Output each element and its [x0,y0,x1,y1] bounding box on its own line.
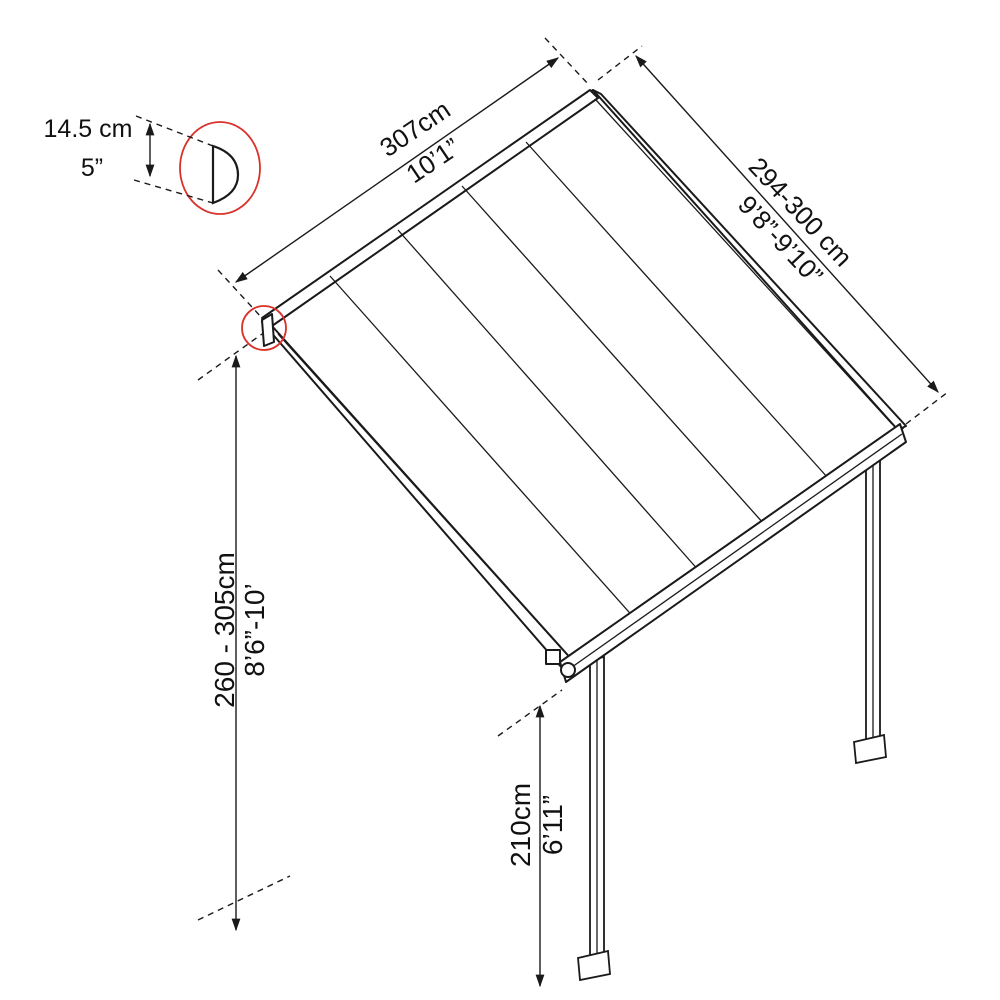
front-height-cm-label: 210cm [505,783,536,867]
rear-height-ft-label: 8’6”-10’ [239,583,270,676]
gutter-height-cm-label: 14.5 cm [44,115,133,143]
gutter-height-in-label: 5” [81,154,103,182]
width-dimension [217,37,591,319]
roof-panels [261,89,904,669]
depth-dimension [597,45,949,425]
front-post-left [577,655,611,982]
front-height-dimension [497,689,563,988]
bracket-detail-circle [241,305,287,351]
rear-height-cm-label: 260 - 305cm [209,552,240,708]
rear-height-dimension [197,333,291,932]
front-gutter-beam [545,423,907,683]
wall-bracket [261,313,275,347]
front-post-right [853,450,887,765]
front-height-ft-label: 6’11” [537,795,568,855]
gutter-profile-callout [133,115,287,351]
